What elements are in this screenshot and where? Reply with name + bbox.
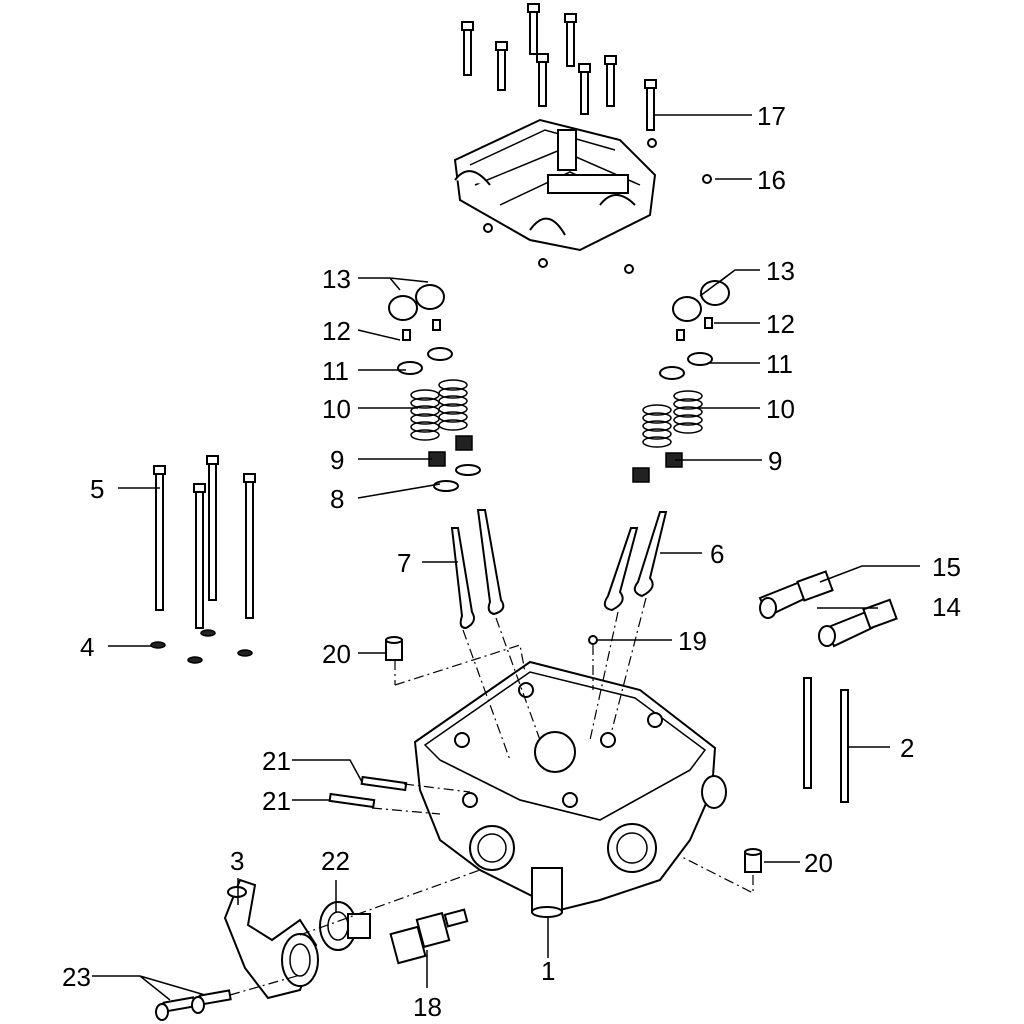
callout-11-left: 11 bbox=[322, 356, 349, 386]
callout-13-left: 13 bbox=[322, 264, 351, 294]
callout-1: 1 bbox=[541, 956, 555, 986]
callout-11-right: 11 bbox=[766, 349, 793, 379]
dowel-20-right bbox=[744, 848, 762, 873]
callout-20-right: 20 bbox=[804, 848, 833, 878]
head-bolts-left bbox=[153, 455, 256, 629]
callout-13-right: 13 bbox=[766, 256, 795, 286]
studs-21 bbox=[328, 775, 408, 809]
thermostat-housing-3 bbox=[223, 878, 319, 1000]
callout-22: 22 bbox=[321, 846, 350, 876]
camshaft-holder bbox=[453, 118, 657, 274]
thermostat-22 bbox=[319, 901, 371, 951]
callout-23: 23 bbox=[62, 962, 91, 992]
callout-19: 19 bbox=[678, 626, 707, 656]
callout-12-right: 12 bbox=[766, 309, 795, 339]
callout-21-upper: 21 bbox=[262, 746, 291, 776]
callout-4: 4 bbox=[80, 632, 94, 662]
callout-8: 8 bbox=[330, 484, 344, 514]
leader-lines bbox=[92, 114, 920, 1001]
callout-16: 16 bbox=[757, 165, 786, 195]
callout-10-left: 10 bbox=[322, 394, 351, 424]
callout-labels: 1 2 3 4 5 6 7 8 9 9 10 10 11 11 12 12 13… bbox=[62, 101, 961, 1022]
callout-17: 17 bbox=[757, 101, 786, 131]
callout-6: 6 bbox=[710, 539, 724, 569]
assembly-lines bbox=[229, 597, 754, 996]
callout-7: 7 bbox=[397, 548, 411, 578]
pin-19 bbox=[588, 635, 598, 645]
washers-4 bbox=[150, 629, 253, 664]
bolts-23 bbox=[155, 989, 232, 1021]
temperature-sensor-18 bbox=[389, 908, 469, 965]
callout-9-right: 9 bbox=[768, 446, 782, 476]
fitting-15 bbox=[758, 570, 834, 619]
callout-20-left: 20 bbox=[322, 639, 351, 669]
studs-2 bbox=[803, 677, 849, 803]
dowel-20-left bbox=[385, 636, 403, 661]
dowel-pin-16 bbox=[702, 174, 712, 184]
callout-15: 15 bbox=[932, 552, 961, 582]
valve-train-right bbox=[603, 280, 730, 612]
callout-21-lower: 21 bbox=[262, 786, 291, 816]
callout-3: 3 bbox=[230, 846, 244, 876]
fitting-14 bbox=[818, 598, 898, 648]
callout-2: 2 bbox=[900, 733, 914, 763]
callout-9-left: 9 bbox=[330, 445, 344, 475]
callout-18: 18 bbox=[413, 992, 442, 1022]
cylinder-head bbox=[413, 660, 727, 918]
callout-5: 5 bbox=[90, 474, 104, 504]
callout-12-left: 12 bbox=[322, 316, 351, 346]
camshaft-holder-bolts bbox=[461, 3, 657, 131]
callout-10-right: 10 bbox=[766, 394, 795, 424]
valve-train-left bbox=[388, 284, 505, 630]
callout-14: 14 bbox=[932, 592, 961, 622]
